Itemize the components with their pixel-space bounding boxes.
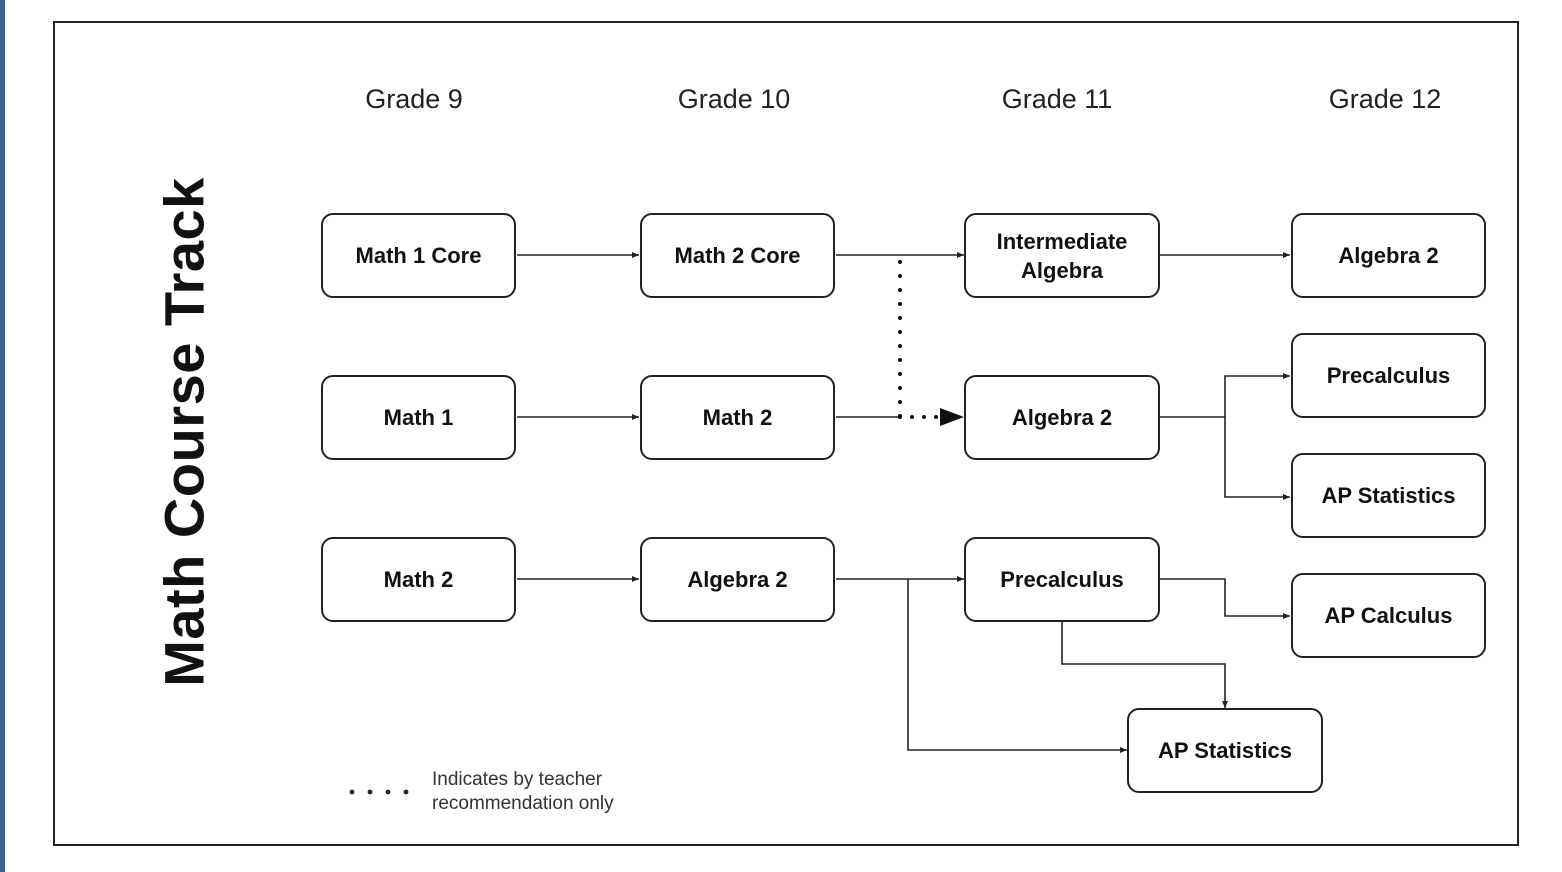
course-box-math-2-grade9: Math 2 bbox=[321, 537, 516, 622]
edge-algebra2-precalculus bbox=[1160, 373, 1290, 418]
diagram-frame bbox=[53, 21, 1519, 846]
course-box-algebra-2-grade10: Algebra 2 bbox=[640, 537, 835, 622]
course-box-algebra-2-grade11: Algebra 2 bbox=[964, 375, 1160, 460]
grade-11-header: Grade 11 bbox=[1001, 84, 1113, 114]
course-box-algebra-2-grade12: Algebra 2 bbox=[1291, 213, 1486, 298]
teacher-recommendation-arrowhead bbox=[940, 408, 964, 426]
edge-precalculus-apcalculus bbox=[1160, 578, 1290, 619]
grade-10-header: Grade 10 bbox=[677, 84, 791, 114]
course-box-precalculus-grade12: Precalculus bbox=[1291, 333, 1486, 418]
course-box-intermediate-algebra: Intermediate Algebra bbox=[964, 213, 1160, 298]
course-box-math-2-core: Math 2 Core bbox=[640, 213, 835, 298]
course-box-math-1: Math 1 bbox=[321, 375, 516, 460]
left-accent-strip bbox=[0, 0, 5, 872]
edge-algebra2-apstatistics-bottom bbox=[907, 579, 1127, 753]
grade-9-header: Grade 9 bbox=[365, 84, 463, 114]
legend-text: Indicates by teacher recommendation only bbox=[432, 769, 614, 814]
edge-algebra2-apstatistics bbox=[1224, 417, 1290, 500]
course-box-math-1-core: Math 1 Core bbox=[321, 213, 516, 298]
edge-precalculus-apstatistics bbox=[1061, 621, 1228, 708]
course-box-math-2: Math 2 bbox=[640, 375, 835, 460]
grade-12-header: Grade 12 bbox=[1328, 84, 1442, 114]
course-box-ap-statistics-grade12: AP Statistics bbox=[1291, 453, 1486, 538]
course-box-precalculus-grade11: Precalculus bbox=[964, 537, 1160, 622]
course-box-ap-calculus: AP Calculus bbox=[1291, 573, 1486, 658]
teacher-recommendation-path bbox=[898, 260, 940, 419]
legend-dotted-line-icon bbox=[349, 789, 409, 795]
course-box-ap-statistics-bottom: AP Statistics bbox=[1127, 708, 1323, 793]
